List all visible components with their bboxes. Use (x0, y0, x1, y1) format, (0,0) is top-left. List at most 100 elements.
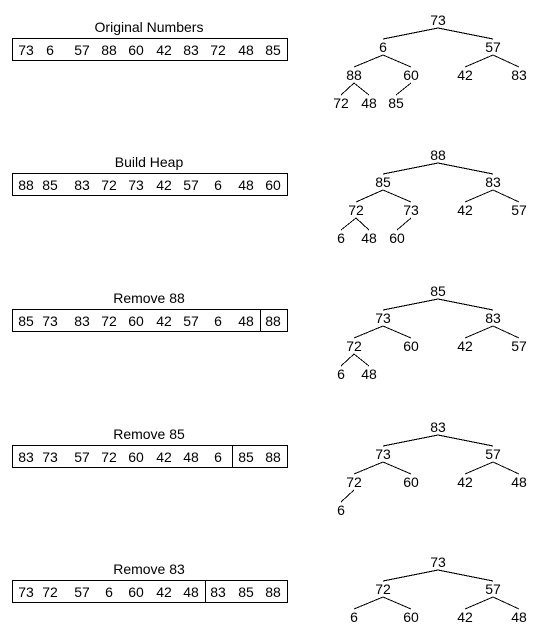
array-cell: 57 (74, 584, 90, 600)
tree-node: 72 (375, 581, 391, 597)
tree-node: 6 (337, 230, 345, 246)
array-cell: 60 (265, 177, 281, 193)
stage-label: Remove 83 (113, 561, 185, 577)
tree-node: 72 (346, 338, 362, 354)
tree-edge (492, 54, 520, 68)
tree-node: 48 (511, 609, 527, 625)
tree-edge (353, 325, 384, 339)
tree-edge (396, 217, 412, 231)
tree-edge (340, 353, 355, 367)
tree-node: 42 (457, 202, 473, 218)
array-cell: 88 (265, 584, 281, 600)
array-cell: 42 (156, 313, 172, 329)
tree-edge (382, 434, 439, 447)
array-cell: 72 (101, 177, 117, 193)
tree-node: 73 (375, 310, 391, 326)
tree-edge (382, 298, 439, 311)
tree-node: 60 (389, 230, 405, 246)
tree-node: 6 (337, 502, 345, 518)
array-cell: 83 (210, 584, 226, 600)
tree-node: 57 (485, 581, 501, 597)
array-cell: 85 (238, 584, 254, 600)
tree-edge (437, 434, 494, 447)
tree-node: 73 (375, 446, 391, 462)
array-cell: 42 (156, 42, 172, 58)
tree-node: 60 (403, 67, 419, 83)
tree-edge (355, 217, 370, 231)
tree-node: 83 (485, 174, 501, 190)
array-cell: 73 (42, 449, 58, 465)
array-cell: 48 (238, 177, 254, 193)
array-cell: 72 (42, 584, 58, 600)
tree-edge (353, 54, 384, 68)
tree-edge (382, 461, 412, 475)
tree-node: 83 (511, 67, 527, 83)
array-box (12, 445, 288, 468)
tree-edge (340, 82, 355, 96)
tree-node: 42 (457, 67, 473, 83)
tree-node: 85 (375, 174, 391, 190)
tree-edge (340, 217, 357, 231)
array-cell: 6 (214, 177, 222, 193)
array-box (12, 38, 288, 61)
array-cell: 60 (128, 584, 144, 600)
tree-edge (464, 325, 494, 339)
tree-edge (492, 189, 520, 203)
tree-edge (382, 569, 439, 582)
tree-edge (437, 162, 494, 175)
tree-node: 88 (346, 67, 362, 83)
tree-node: 72 (348, 202, 364, 218)
array-cell: 72 (101, 313, 117, 329)
array-cell: 42 (156, 449, 172, 465)
tree-node: 85 (388, 95, 404, 111)
stage-label: Build Heap (115, 154, 184, 170)
array-cell: 88 (265, 449, 281, 465)
array-cell: 6 (214, 449, 222, 465)
tree-edge (464, 596, 494, 610)
tree-node: 73 (430, 554, 446, 570)
array-cell: 72 (101, 449, 117, 465)
tree-node: 60 (403, 474, 419, 490)
tree-edge (492, 596, 520, 610)
array-box (12, 309, 288, 332)
tree-edge (353, 353, 370, 367)
tree-node: 83 (430, 419, 446, 435)
array-cell: 85 (238, 449, 254, 465)
tree-node: 83 (485, 310, 501, 326)
tree-node: 57 (485, 446, 501, 462)
tree-node: 57 (511, 202, 527, 218)
tree-node: 72 (333, 95, 349, 111)
tree-edge (492, 325, 520, 339)
array-cell: 85 (42, 177, 58, 193)
tree-edge (382, 27, 439, 40)
array-cell: 6 (46, 42, 54, 58)
stage-label: Original Numbers (95, 19, 204, 35)
tree-node: 73 (430, 12, 446, 28)
array-cell: 88 (18, 177, 34, 193)
tree-edge (382, 162, 439, 175)
tree-edge (382, 325, 412, 339)
tree-node: 42 (457, 609, 473, 625)
tree-edge (353, 596, 384, 610)
tree-node: 72 (346, 474, 362, 490)
tree-node: 48 (361, 230, 377, 246)
array-cell: 60 (128, 313, 144, 329)
array-cell: 6 (105, 584, 113, 600)
tree-edge (355, 189, 384, 203)
tree-edge (382, 189, 412, 203)
array-cell: 73 (18, 584, 34, 600)
array-cell: 83 (183, 42, 199, 58)
tree-node: 57 (485, 39, 501, 55)
array-cell: 6 (214, 313, 222, 329)
array-cell: 42 (156, 584, 172, 600)
array-cell: 88 (101, 42, 117, 58)
array-cell: 83 (18, 449, 34, 465)
array-cell: 57 (74, 42, 90, 58)
tree-node: 6 (350, 609, 358, 625)
